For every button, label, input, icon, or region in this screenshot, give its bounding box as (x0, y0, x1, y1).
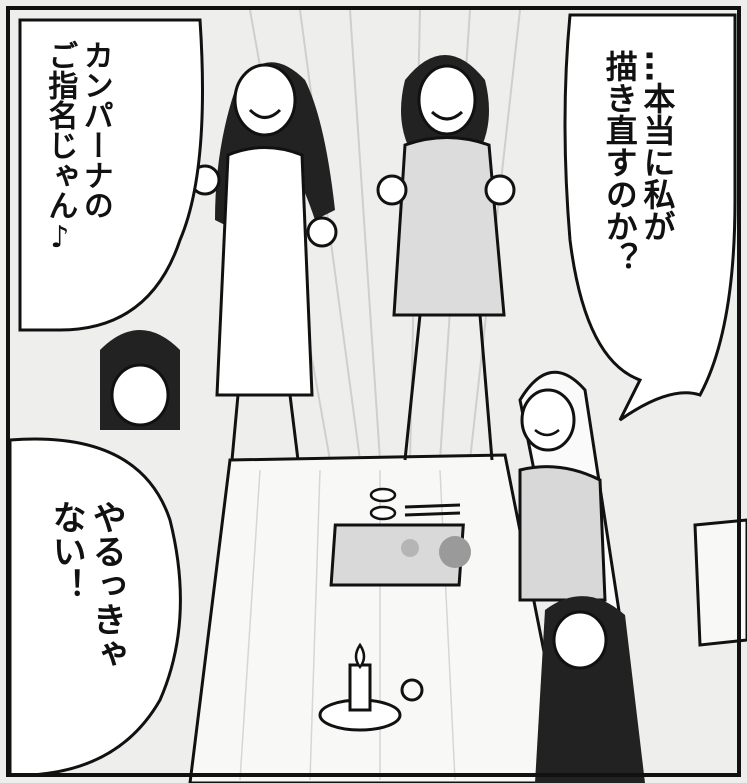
paint-brush (404, 511, 461, 517)
character-standing-left (189, 62, 338, 461)
character-standing-right (376, 55, 516, 461)
speech-bubble-left-bottom (8, 437, 182, 777)
paint-brush (404, 503, 461, 509)
paint-pot (369, 487, 397, 503)
dialogue-text-redraw-question: …本当に私が 描き直すのか？ (600, 50, 677, 274)
speech-bubble-left-top (18, 18, 204, 332)
candle (348, 663, 372, 712)
bench (693, 518, 747, 647)
painting-detail (439, 536, 471, 568)
table-wood-grain (239, 469, 456, 781)
character-foreground (535, 596, 645, 783)
character-seated-painter (518, 370, 627, 652)
candle-flame (354, 642, 366, 670)
speech-bubble-right (563, 13, 737, 422)
paint-pot (369, 505, 397, 521)
dialogue-text-campana-nominated: カンパーナの ご指名じゃん♪ (42, 40, 113, 255)
character-peeking-left (100, 330, 180, 430)
dialogue-text-only-choice: やるっきゃ ない！ (46, 500, 127, 670)
